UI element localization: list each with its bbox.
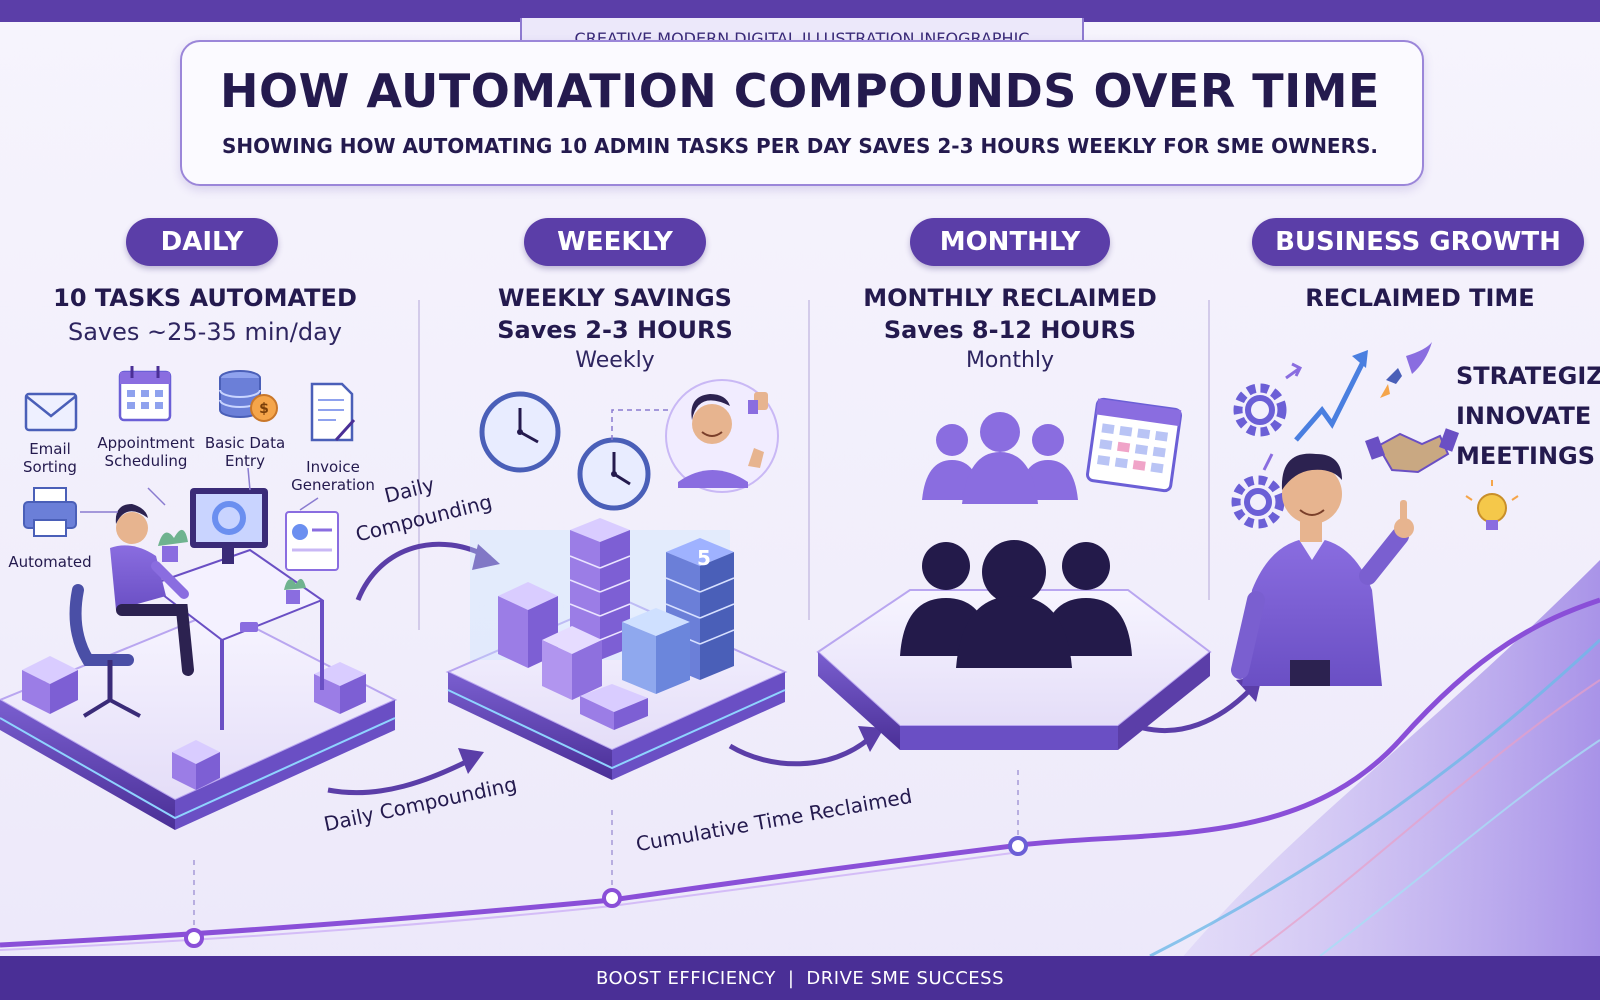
title-box xyxy=(180,40,1424,186)
task-connector-lines xyxy=(80,467,319,513)
gear-icon-small xyxy=(1231,475,1285,529)
column-divider-1 xyxy=(418,300,420,630)
team-group-light xyxy=(922,412,1078,504)
monthly-to-growth-arrow xyxy=(1135,688,1252,733)
task-label-invoice: Invoice Generation xyxy=(291,458,375,494)
daily-heading: 10 TASKS AUTOMATED xyxy=(53,284,357,312)
daily-cube-1 xyxy=(22,656,78,714)
footer-right-text: DRIVE SME SUCCESS xyxy=(806,967,1005,989)
printer-icon xyxy=(23,487,77,537)
daily-line1: Saves ~25-35 min/day xyxy=(67,318,342,346)
svg-text:$: $ xyxy=(259,401,269,417)
growth-wave-line-blue xyxy=(1149,638,1600,958)
gear-icon xyxy=(1233,383,1287,437)
weekly-heading: WEEKLY SAVINGS xyxy=(498,284,732,312)
stage-pill-business-growth-label: BUSINESS GROWTH xyxy=(1275,227,1561,257)
footer-bar: BOOST EFFICIENCY | DRIVE SME SUCCESS xyxy=(0,956,1600,1000)
weekly-cube-left xyxy=(498,582,558,668)
daily-cube-3 xyxy=(172,740,220,790)
handshake-icon xyxy=(1365,428,1459,474)
stage-pill-monthly-label: MONTHLY xyxy=(939,227,1081,257)
growth-word-strategize: STRATEGIZE xyxy=(1456,362,1600,390)
weekly-cube-mid xyxy=(542,626,602,700)
monthly-line2: Monthly xyxy=(965,348,1055,373)
bubble-connector xyxy=(611,409,672,440)
stage-pill-weekly: WEEKLY xyxy=(524,218,706,266)
trend-up-arrowhead xyxy=(1352,350,1368,368)
weekly-line2: Weekly xyxy=(575,348,655,373)
column-divider-2 xyxy=(808,300,810,620)
page-title: HOW AUTOMATION COMPOUNDS OVER TIME xyxy=(220,64,1380,118)
stack-clock-icon xyxy=(577,437,651,511)
milestone-dot-3 xyxy=(1008,836,1028,856)
growth-heading: RECLAIMED TIME xyxy=(1305,284,1535,312)
happy-owner-avatar xyxy=(665,379,779,493)
cumulative-time-line xyxy=(0,597,1600,948)
daily-compounding-arrow-bottom xyxy=(327,757,472,796)
rocket-icon xyxy=(1380,342,1432,398)
growth-wave-line-light xyxy=(1319,739,1600,957)
businessman-illustration xyxy=(1231,453,1414,686)
stage-pill-monthly: MONTHLY xyxy=(910,218,1110,266)
column-divider-3 xyxy=(1208,300,1210,600)
weekly-line1: Saves 2-3 HOURS xyxy=(497,316,733,344)
weekly-cube-blue xyxy=(622,608,690,694)
stage-pill-daily-label: DAILY xyxy=(160,227,244,257)
gear-arrow-icon xyxy=(1285,362,1303,380)
weekly-clock-icon xyxy=(479,391,561,473)
footer-separator: | xyxy=(787,967,795,989)
monthly-line1: Saves 8-12 HOURS xyxy=(883,316,1137,344)
daily-platform xyxy=(0,608,398,830)
milestone-dot-1 xyxy=(184,928,204,948)
envelope-icon xyxy=(24,392,78,432)
top-bar xyxy=(0,0,1600,22)
growth-word-meetings: MEETINGS xyxy=(1456,442,1596,470)
database-icon: $ xyxy=(219,370,278,422)
monthly-heading: MONTHLY RECLAIMED xyxy=(863,284,1157,312)
milestone-dot-2 xyxy=(602,888,622,908)
footer-left-text: BOOST EFFICIENCY xyxy=(595,967,776,989)
monthly-calendar-icon xyxy=(1085,397,1183,493)
growth-wave-line-pink xyxy=(1249,679,1600,957)
team-group-dark xyxy=(900,540,1132,668)
stage-pill-weekly-label: WEEKLY xyxy=(557,227,673,257)
gear-link-arrow xyxy=(1262,453,1274,471)
page-subtitle: SHOWING HOW AUTOMATING 10 ADMIN TASKS PE… xyxy=(221,134,1378,158)
lightbulb-icon xyxy=(1465,480,1519,530)
task-label-automated: Automated xyxy=(8,553,92,571)
daily-compounding-arrow-top xyxy=(355,541,492,601)
stage-pill-business-growth: BUSINESS GROWTH xyxy=(1252,218,1584,266)
trend-up-arrow-icon xyxy=(1294,358,1367,442)
weekly-to-monthly-arrowhead xyxy=(858,726,884,752)
task-label-email: Email Sorting xyxy=(23,440,77,476)
task-label-appointment: Appointment Scheduling xyxy=(97,434,195,470)
growth-wave-fill xyxy=(1180,560,1600,960)
desk-worker-illustration xyxy=(69,488,339,730)
weekly-cube-front xyxy=(580,684,648,730)
weekly-to-monthly-arrow xyxy=(728,736,872,767)
task-label-data-entry: Basic Data Entry xyxy=(204,434,286,470)
growth-word-innovate: INNOVATE xyxy=(1456,402,1592,430)
daily-compounding-arrowhead-top xyxy=(472,544,500,570)
weekly-stack-number: 5 xyxy=(697,546,711,570)
calendar-icon xyxy=(118,366,172,422)
stage-pill-daily: DAILY xyxy=(126,218,278,266)
daily-compounding-arrowhead-bottom xyxy=(458,748,484,774)
weekly-stack-tall xyxy=(569,518,631,660)
invoice-icon xyxy=(310,382,356,442)
